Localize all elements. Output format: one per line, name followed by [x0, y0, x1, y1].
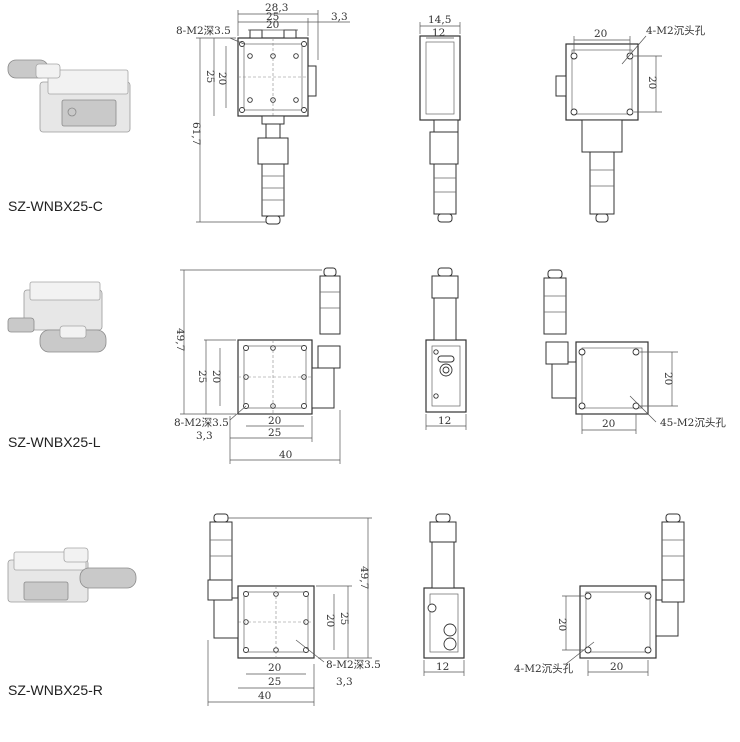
dim-c-side-offset: 3,3 — [331, 11, 348, 23]
dim-c-total-length: 61,7 — [190, 122, 202, 145]
model-label-c: SZ-WNBX25-C — [8, 198, 103, 214]
dim-l-side-width: 12 — [438, 415, 451, 427]
front-view-c: 28,3 25 20 3,3 8-M2深3.5 25 20 61,7 — [176, 2, 350, 225]
dim-r-offset: 3,3 — [336, 676, 353, 688]
dim-l-total-width: 40 — [279, 449, 292, 461]
dim-c-side-inner: 12 — [432, 27, 445, 39]
dim-c-hole-spacing: 20 — [266, 19, 279, 31]
note-c-top-holes: 8-M2深3.5 — [176, 25, 231, 37]
dim-c-bottom-spacing-x: 20 — [594, 28, 607, 40]
dim-c-width-top: 25 — [266, 11, 279, 23]
product-photo-r — [7, 547, 137, 603]
dim-l-offset: 3,3 — [196, 430, 213, 442]
dim-r-width: 25 — [268, 676, 281, 688]
dim-l-height-inner: 20 — [210, 370, 222, 383]
side-view-r: 12 — [423, 513, 465, 676]
bottom-view-l: 20 20 45-M2沉头孔 — [543, 269, 726, 434]
dim-c-height-inner: 20 — [216, 72, 228, 85]
dim-l-width: 25 — [268, 427, 281, 439]
dim-r-bottom-spacing-y: 20 — [556, 618, 568, 631]
dim-l-height: 25 — [196, 370, 208, 383]
bottom-view-c: 20 20 4-M2沉头孔 — [555, 24, 706, 223]
dim-c-height: 25 — [204, 70, 216, 83]
side-view-l: 12 — [425, 267, 467, 430]
note-r-bottom-holes: 4-M2沉头孔 — [514, 662, 574, 675]
dim-l-bottom-spacing-x: 20 — [602, 418, 615, 430]
dim-l-hole-spacing: 20 — [268, 415, 281, 427]
dim-l-bottom-spacing-y: 20 — [662, 372, 674, 385]
product-photo-l — [7, 281, 107, 353]
note-l-top-holes: 8-M2深3.5 — [174, 417, 229, 429]
product-photo-c — [7, 59, 131, 133]
dim-r-bottom-spacing-x: 20 — [610, 661, 623, 673]
dim-r-side-width: 12 — [436, 661, 449, 673]
side-view-c: 14,5 12 — [419, 14, 461, 223]
bottom-view-r: 20 20 4-M2沉头孔 — [514, 513, 685, 676]
dim-r-height-inner: 20 — [324, 614, 336, 627]
dim-c-bottom-spacing-y: 20 — [646, 76, 658, 89]
dim-c-side-total: 14,5 — [428, 14, 451, 26]
note-l-bottom-holes: 45-M2沉头孔 — [660, 416, 726, 429]
note-c-bottom-holes: 4-M2沉头孔 — [646, 24, 706, 37]
dim-c-width-total: 28,3 — [265, 2, 288, 14]
model-label-l: SZ-WNBX25-L — [8, 434, 101, 450]
dim-r-hole-spacing: 20 — [268, 662, 281, 674]
dim-l-total-height: 49,7 — [174, 328, 186, 351]
front-view-l: 49,7 25 20 8-M2深3.5 20 25 3,3 40 — [174, 267, 341, 464]
front-view-r: 49,7 25 20 8-M2深3.5 20 25 3,3 40 — [207, 513, 381, 706]
dim-r-total-height: 49,7 — [358, 566, 370, 589]
dim-r-height: 25 — [338, 612, 350, 625]
model-label-r: SZ-WNBX25-R — [8, 682, 103, 698]
note-r-top-holes: 8-M2深3.5 — [326, 659, 381, 671]
dim-r-total-width: 40 — [258, 690, 271, 702]
